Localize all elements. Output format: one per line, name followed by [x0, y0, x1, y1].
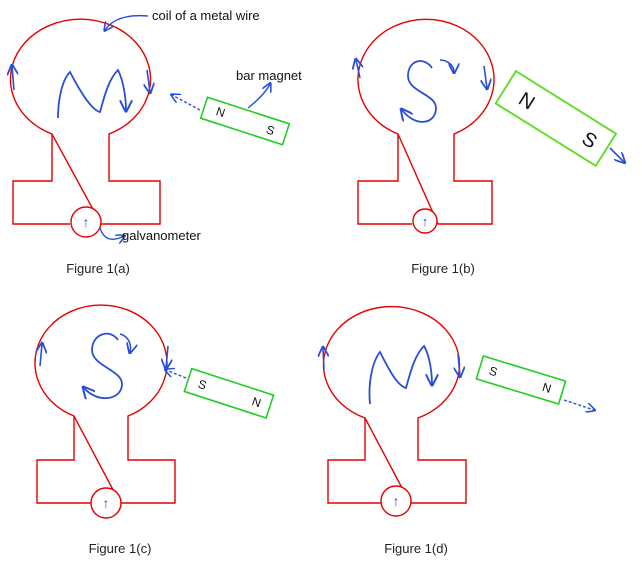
bar-magnet-1a: N S: [199, 96, 291, 146]
galvanometer-needle-icon: ↑: [422, 214, 429, 229]
galvanometer-1b: [412, 208, 438, 234]
galvanometer-label: galvanometer: [122, 228, 201, 243]
magnet-label-pointer-icon: [247, 84, 270, 109]
coil-current-arrow-icon: [368, 344, 432, 405]
coil-side-arrow-icon: [12, 66, 14, 91]
figure-caption: Figure 1(c): [89, 541, 152, 556]
coil-circuit-1c: [34, 304, 176, 504]
coil-side-arrow-icon: [40, 344, 42, 367]
coil-side-arrow-icon: [458, 353, 460, 376]
coil-current-arrow-icon: [402, 60, 437, 123]
figure-caption: Figure 1(a): [66, 261, 130, 276]
galvanometer-needle-icon: ↑: [83, 214, 90, 230]
figure-caption: Figure 1(d): [384, 541, 448, 556]
coil-side-arrow-icon: [166, 345, 168, 368]
galvanometer-needle-icon: ↑: [103, 495, 110, 511]
magnet-pole-north: N: [541, 380, 553, 396]
coil-side-arrow-icon: [323, 348, 324, 371]
coil-small-arrow-icon: [439, 59, 454, 72]
coil-circuit-1a: [9, 18, 161, 225]
figure-1a: ↑ N S coil of a metal wire bar magnet ga…: [10, 8, 302, 276]
coil-side-arrow-icon: [356, 60, 360, 79]
figure-1c: ↑ S N Figure 1(c): [34, 304, 275, 556]
coil-side-arrow-icon: [147, 69, 150, 92]
galvanometer-needle-icon: ↑: [393, 493, 400, 509]
figure-1d: ↑ S N Figure 1(d): [322, 305, 594, 556]
magnet-label: bar magnet: [236, 68, 302, 83]
coil-circuit-1b: [357, 18, 495, 225]
magnet-motion-arrow-icon: [563, 399, 594, 410]
magnet-pole-south: S: [487, 364, 499, 380]
bar-magnet-1b: N S: [494, 69, 618, 168]
bar-magnet-1d: S N: [475, 354, 567, 406]
coil-small-arrow-icon: [119, 333, 131, 352]
figure-caption: Figure 1(b): [411, 261, 475, 276]
magnet-motion-arrow-icon: [172, 95, 201, 111]
galvanometer-1d: [380, 485, 412, 517]
magnet-pole-north: N: [250, 394, 263, 410]
coil-current-arrow-icon: [84, 332, 123, 399]
coil-current-arrow-icon: [57, 68, 126, 119]
bar-magnet-1c: S N: [183, 367, 275, 420]
magnet-pole-north: N: [214, 104, 227, 120]
coil-label: coil of a metal wire: [152, 8, 260, 23]
magnet-pole-south: S: [196, 377, 208, 393]
galvanometer-1a: [70, 206, 102, 238]
coil-circuit-1d: [322, 305, 467, 504]
galvanometer-1c: [90, 487, 122, 519]
magnet-motion-arrow-icon: [609, 147, 624, 162]
coil-label-pointer-icon: [105, 14, 149, 30]
magnet-motion-arrow-icon: [166, 370, 187, 379]
figure-1b: ↑ N S Figure 1(b): [356, 18, 624, 276]
coil-side-arrow-icon: [484, 65, 487, 88]
magnet-pole-south: S: [264, 122, 276, 138]
galvanometer-label-pointer-icon: [99, 227, 124, 239]
